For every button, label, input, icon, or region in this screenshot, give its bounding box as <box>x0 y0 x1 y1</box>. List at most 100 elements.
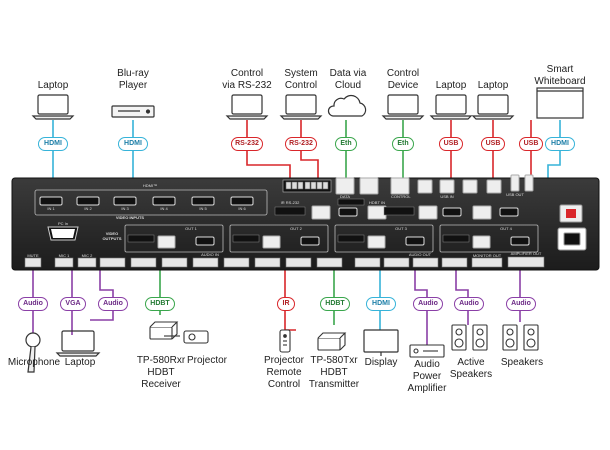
laptop-icon <box>429 94 473 120</box>
control-terminal-block <box>282 179 332 193</box>
active-speakers-label: Active Speakers <box>449 357 493 380</box>
usb-badge: USB <box>519 137 543 151</box>
vga-badge: VGA <box>60 297 86 311</box>
output-label-3: OUT 3 <box>395 226 407 231</box>
speakers-label: Speakers <box>500 357 544 368</box>
laptop-icon <box>55 330 101 357</box>
whiteboard-icon <box>536 87 584 119</box>
remote-label: Projector Remote Control <box>263 355 304 390</box>
rs232-badge: RS-232 <box>231 137 263 151</box>
laptop-audio-line <box>90 268 114 321</box>
audio-badge: Audio <box>454 297 484 311</box>
input-label-2: IN 2 <box>84 206 92 211</box>
amp-audio-line <box>414 268 428 345</box>
laptop-label-3: Laptop <box>477 80 509 91</box>
input-label-4: IN 4 <box>160 206 168 211</box>
output-ir-terminals <box>127 234 470 243</box>
transmitter-label: TP-580Txr HDBT Transmitter <box>308 355 360 390</box>
hdbt-in-label: HDBT IN <box>369 200 385 205</box>
output-label-1: OUT 1 <box>185 226 197 231</box>
output-blocks <box>124 224 539 253</box>
display-label: Display <box>364 357 398 368</box>
control-device-label: Control Device <box>386 68 420 91</box>
eth-badge: Eth <box>392 137 414 151</box>
hdbt-badge: HDBT <box>320 297 350 311</box>
audio-badge: Audio <box>18 297 48 311</box>
ir-badge: IR <box>277 297 295 311</box>
vga-port <box>47 226 79 241</box>
output-hdbt-ports <box>157 235 491 249</box>
monitor-out-label: MONITOR OUT <box>472 253 502 258</box>
audio-out-label: AUDIO OUT <box>408 252 432 257</box>
pc-in-label: PC In <box>57 221 68 226</box>
power-socket-icon <box>557 227 587 251</box>
data-label: DATA <box>339 194 351 199</box>
hdmi-badge: HDMI <box>366 297 396 311</box>
output-label-2: OUT 2 <box>290 226 302 231</box>
control-label: CONTROL <box>391 194 411 199</box>
audio-terminal-row <box>24 256 545 268</box>
output-label-4: OUT 4 <box>500 226 512 231</box>
hdmi-in-ports-right <box>338 207 519 217</box>
bluray-player-icon <box>111 105 155 118</box>
hdmi-badge: HDMI <box>118 137 148 151</box>
laptop-icon <box>225 94 269 120</box>
projector-label: Projector <box>186 355 227 366</box>
ir-rs232-label: IR RS-232 <box>280 200 300 205</box>
hdmi-in-header: HDMI™ <box>142 183 158 188</box>
amplifier-icon <box>409 344 445 358</box>
laptop-icon <box>279 94 323 120</box>
hdmi-badge: HDMI <box>545 137 575 151</box>
remote-control-icon <box>279 329 291 353</box>
rs232-badge: RS-232 <box>285 137 317 151</box>
power-switch <box>559 204 583 223</box>
amplifier-label: Audio Power Amplifier <box>407 359 447 394</box>
ethernet-ports <box>335 177 410 195</box>
mic1-label: MIC 1 <box>58 253 70 258</box>
output-hdmi-ports <box>195 236 530 246</box>
usb-ports <box>417 174 534 194</box>
bluray-label: Blu-ray Player <box>117 68 149 91</box>
audio-badge: Audio <box>98 297 128 311</box>
speakers-icon <box>502 324 539 351</box>
video-outputs-label: VIDEO OUTPUTS <box>102 231 122 241</box>
display-icon <box>363 329 399 356</box>
audio-in-label: AUDIO IN <box>201 252 219 257</box>
usb-badge: USB <box>481 137 505 151</box>
projector-icon <box>164 330 209 344</box>
usb-in-label: USB IN <box>440 194 454 199</box>
laptop-icon <box>381 94 425 120</box>
input-label-5: IN 5 <box>199 206 207 211</box>
microphone-icon <box>25 332 41 373</box>
hdbt-badge: HDBT <box>145 297 175 311</box>
receiver-label: TP-580Rxr HDBT Receiver <box>136 355 186 390</box>
eth-badge: Eth <box>335 137 357 151</box>
active-speakers-icon <box>451 324 488 351</box>
hdbt-in-ports <box>311 205 492 220</box>
audio-badge: Audio <box>413 297 443 311</box>
laptop-bottom-label: Laptop <box>64 357 96 368</box>
hdmi-badge: HDMI <box>38 137 68 151</box>
video-inputs-label: VIDEO INPUTS <box>115 215 145 220</box>
control-rs232-label: Control via RS-232 <box>222 68 272 91</box>
hdbt-transmitter-icon <box>317 332 347 351</box>
data-cloud-label: Data via Cloud <box>329 68 367 91</box>
whiteboard-label: Smart Whiteboard <box>534 64 586 87</box>
system-control-label: System Control <box>284 68 318 91</box>
laptop-icon <box>471 94 515 120</box>
input-label-3: IN 3 <box>121 206 129 211</box>
laptop-label: Laptop <box>37 80 69 91</box>
mute-label: MUTE <box>27 253 39 258</box>
microphone-label: Microphone <box>7 357 61 368</box>
ir-rs232-terminals <box>274 198 415 216</box>
mic2-label: MIC 2 <box>81 253 93 258</box>
audio-badge: Audio <box>506 297 536 311</box>
hdmi-input-ports <box>39 196 254 206</box>
usb-out-label: USB OUT <box>506 192 524 197</box>
usb-badge: USB <box>439 137 463 151</box>
laptop-label-2: Laptop <box>435 80 467 91</box>
input-label-6: IN 6 <box>238 206 246 211</box>
laptop-icon <box>31 94 75 120</box>
